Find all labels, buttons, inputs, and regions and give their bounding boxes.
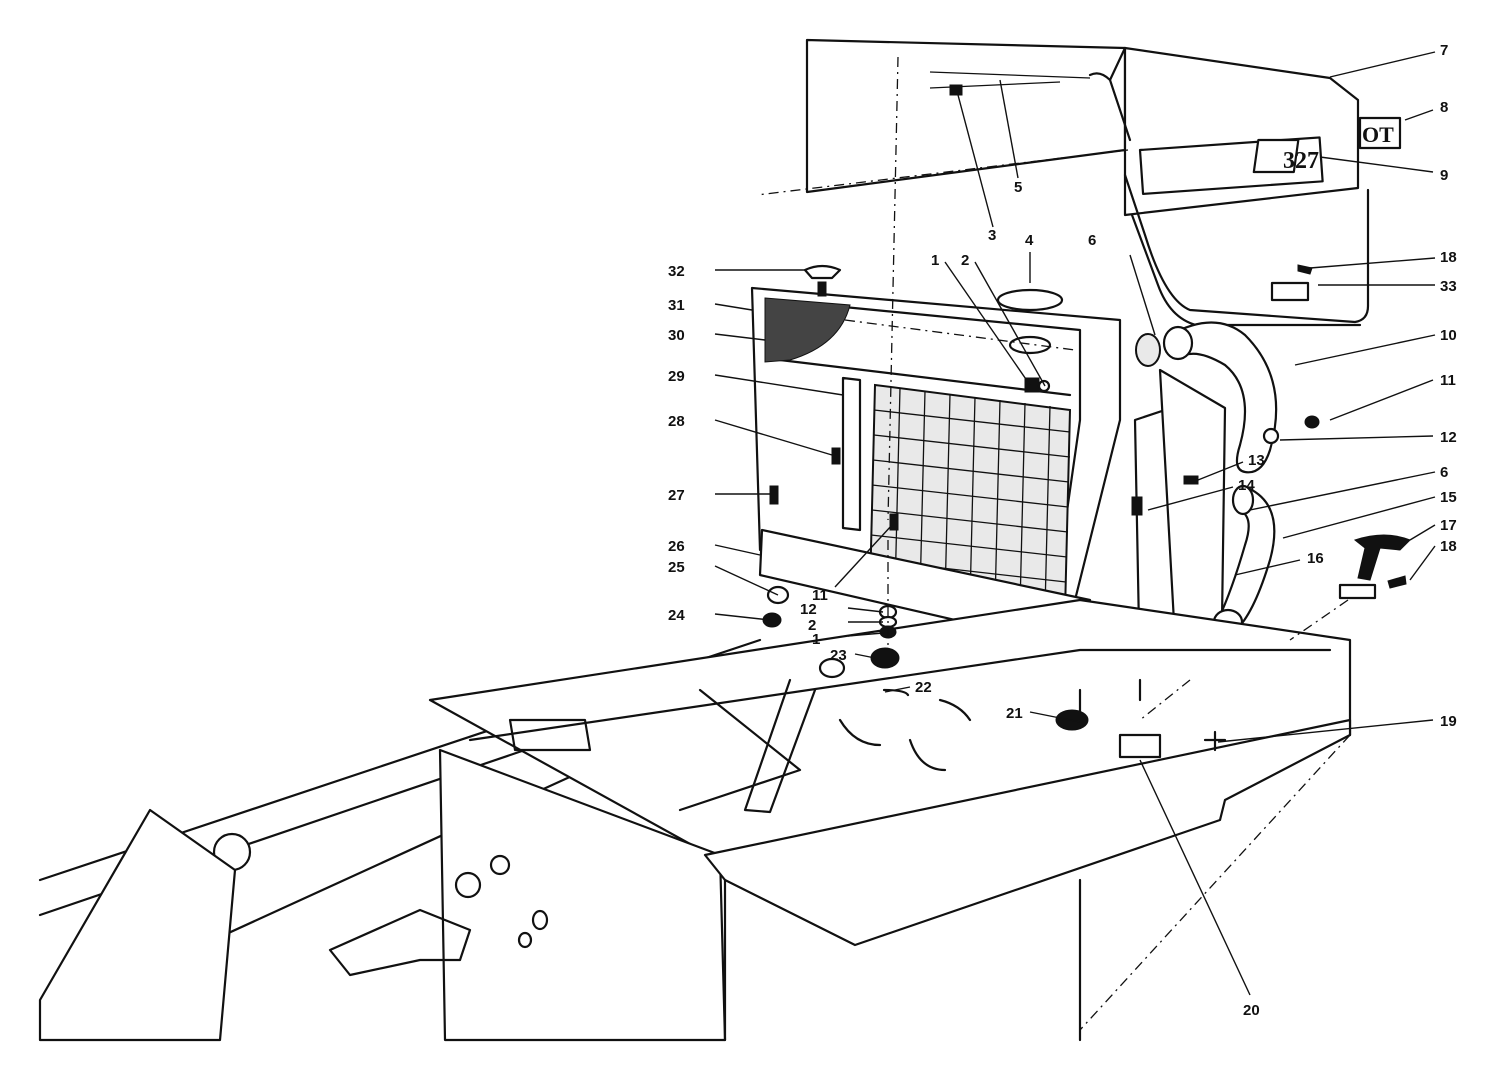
hood-panel — [805, 38, 1360, 217]
callout-16: 16 — [1307, 550, 1324, 567]
callout-22: 22 — [915, 679, 932, 696]
callout-labels: 7 8 9 5 3 4 6 18 33 10 11 12 13 14 6 15 … — [668, 42, 1457, 1019]
callout-2-lower: 2 — [808, 617, 816, 634]
callout-32: 32 — [668, 263, 685, 280]
callout-17: 17 — [1440, 517, 1457, 534]
callout-24: 24 — [668, 607, 685, 624]
callout-26: 26 — [668, 538, 685, 555]
radiator-cap — [996, 288, 1064, 355]
upper-hose-10 — [1135, 321, 1278, 474]
callout-3: 3 — [988, 227, 996, 244]
phantom-assembly-lines — [756, 56, 1351, 1031]
callout-12-lower: 12 — [800, 601, 817, 618]
callout-1-upper: 1 — [931, 252, 939, 269]
callout-9: 9 — [1440, 167, 1448, 184]
chassis-frame — [38, 598, 1352, 1042]
callout-31: 31 — [668, 297, 685, 314]
callout-2-upper: 2 — [961, 252, 969, 269]
side-brace-29 — [841, 376, 862, 532]
callout-14: 14 — [1238, 477, 1255, 494]
leader-lines — [714, 51, 1436, 996]
callout-6-lower: 6 — [1440, 464, 1448, 481]
radiator-core-grid — [868, 383, 1072, 614]
callout-28: 28 — [668, 413, 685, 430]
callout-33: 33 — [1440, 278, 1457, 295]
nameplate-decal: OT — [1358, 116, 1402, 150]
nameplate-decal-text: OT — [1362, 122, 1394, 147]
model-decal-text: 327 — [1283, 148, 1319, 174]
callout-20: 20 — [1243, 1002, 1260, 1019]
model-decal-327: 327 — [1252, 138, 1319, 174]
foam-seal-30 — [764, 297, 851, 363]
callout-13: 13 — [1248, 452, 1265, 469]
clip-32 — [803, 264, 842, 297]
callout-10: 10 — [1440, 327, 1457, 344]
callout-1-lower: 1 — [812, 631, 820, 648]
callout-4: 4 — [1025, 232, 1034, 249]
callout-30: 30 — [668, 327, 685, 344]
callout-29: 29 — [668, 368, 685, 385]
callout-18-lower: 18 — [1440, 538, 1457, 555]
callout-21: 21 — [1006, 705, 1023, 722]
callout-23: 23 — [830, 647, 847, 664]
callout-5: 5 — [1014, 179, 1022, 196]
callout-27: 27 — [668, 487, 685, 504]
callout-19: 19 — [1440, 713, 1457, 730]
callout-15: 15 — [1440, 489, 1457, 506]
callout-11-upper: 11 — [1440, 372, 1456, 389]
callout-6-upper: 6 — [1088, 232, 1096, 249]
callout-8: 8 — [1440, 99, 1448, 116]
hardware-small-parts — [743, 84, 1411, 814]
callout-18-upper: 18 — [1440, 249, 1457, 266]
callout-11-lower: 11 — [812, 587, 828, 604]
callout-25: 25 — [668, 559, 685, 576]
callout-12-upper: 12 — [1440, 429, 1457, 446]
callout-7: 7 — [1440, 42, 1448, 59]
